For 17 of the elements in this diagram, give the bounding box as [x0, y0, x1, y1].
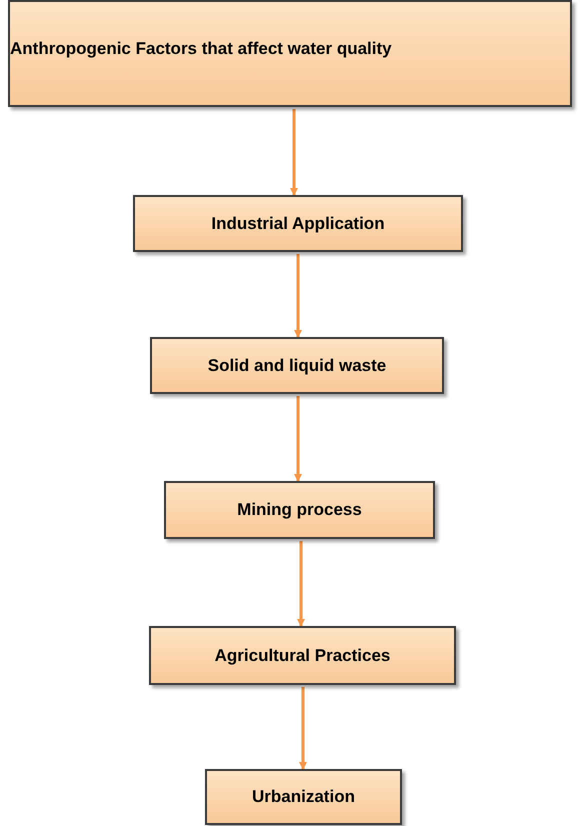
box-label: Mining process — [237, 499, 362, 521]
box-label: Anthropogenic Factors that affect water quality — [10, 38, 392, 60]
process-box — [164, 481, 435, 539]
arrow — [294, 254, 302, 338]
arrow — [294, 396, 302, 482]
process-box — [149, 626, 456, 685]
process-box — [205, 769, 402, 825]
arrow — [290, 109, 298, 196]
process-box — [133, 195, 463, 252]
box-label: Urbanization — [252, 786, 355, 808]
box-label: Agricultural Practices — [214, 644, 390, 666]
arrow — [299, 687, 307, 770]
box-label: Solid and liquid waste — [208, 354, 386, 376]
process-box — [8, 0, 572, 107]
box-label: Industrial Application — [211, 212, 385, 234]
arrow — [297, 541, 305, 627]
process-box — [150, 337, 444, 394]
